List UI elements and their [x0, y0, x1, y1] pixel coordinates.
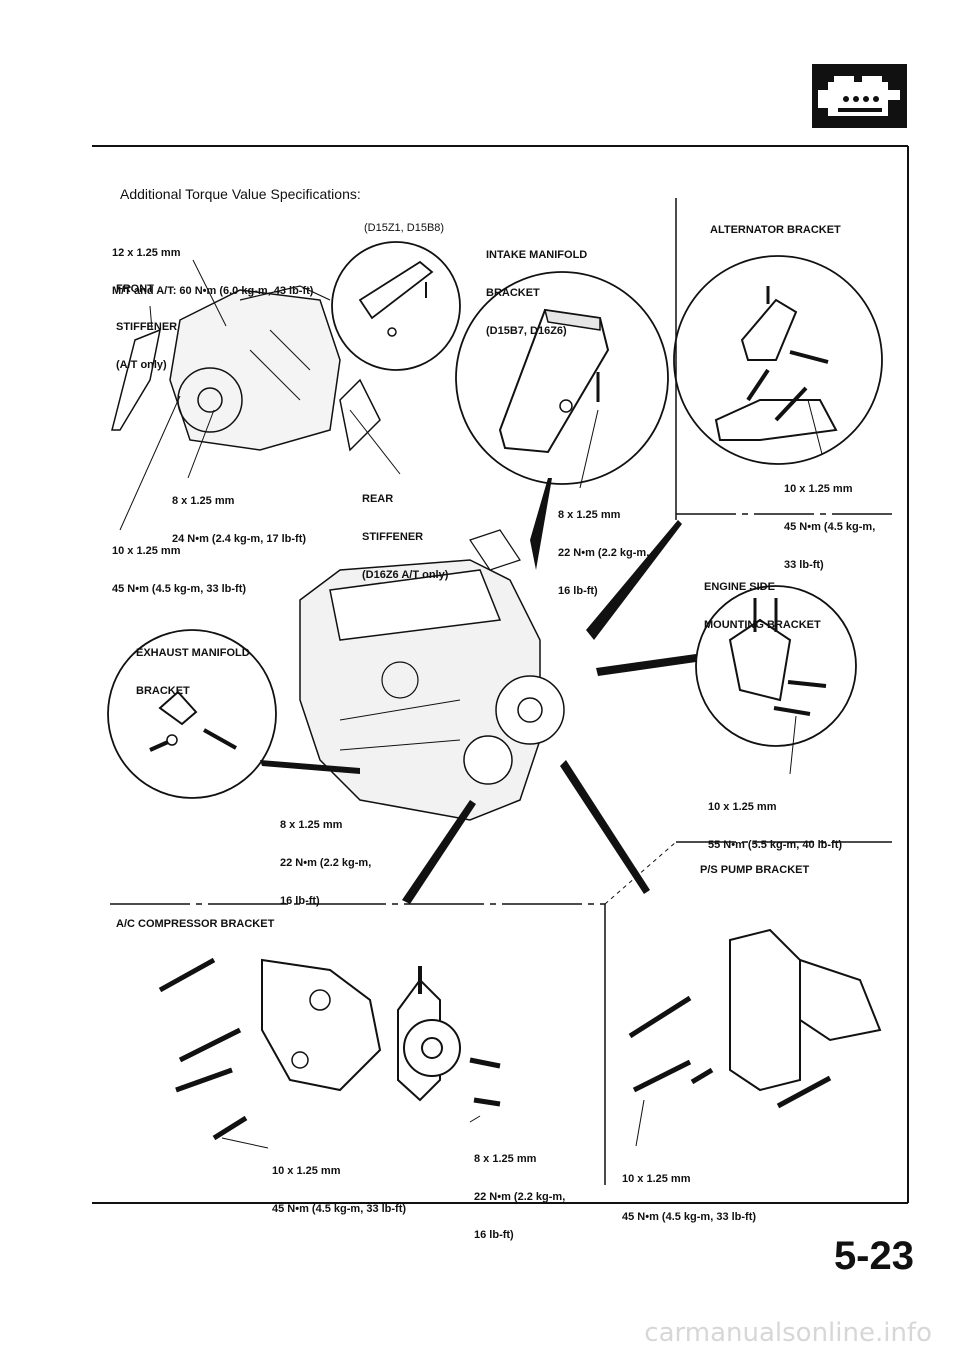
exhaust-manifold-bracket-label: EXHAUST MANIFOLD BRACKET	[136, 647, 250, 698]
engine-illustration	[299, 529, 565, 821]
transaxle-illustration	[111, 285, 381, 452]
section-tab-engine-icon	[812, 64, 907, 128]
torque-spec-10mm-ac: 10 x 1.25 mm 45 N•m (4.5 kg-m, 33 lb-ft)	[272, 1165, 407, 1216]
intake-manifold-bracket-label: INTAKE MANIFOLD BRACKET (D15B7, D16Z6)	[486, 249, 588, 338]
page-heading: Additional Torque Value Specifications:	[120, 186, 361, 202]
ac-compressor-bracket-illustration	[158, 957, 501, 1141]
ac-compressor-bracket-label: A/C COMPRESSOR BRACKET	[116, 918, 275, 930]
torque-spec-10mm-ps: 10 x 1.25 mm 45 N•m (4.5 kg-m, 33 lb-ft)	[622, 1173, 757, 1224]
page-number: 5-23	[833, 1234, 914, 1278]
torque-spec-10mm-alternator: 10 x 1.25 mm 45 N•m (4.5 kg-m, 33 lb-ft)	[784, 483, 876, 572]
torque-spec-8mm-ac: 8 x 1.25 mm 22 N•m (2.2 kg-m, 16 lb-ft)	[474, 1153, 566, 1242]
rear-stiffener-label: REAR STIFFENER (D16Z6 A/T only)	[362, 493, 449, 582]
alternator-bracket-label: ALTERNATOR BRACKET	[710, 224, 841, 236]
detail-circle-engine-mount	[695, 585, 857, 747]
detail-circle-exhaust	[107, 629, 277, 799]
torque-spec-8mm-exhaust: 8 x 1.25 mm 22 N•m (2.2 kg-m, 16 lb-ft)	[280, 819, 372, 908]
torque-spec-10mm-left: 10 x 1.25 mm 45 N•m (4.5 kg-m, 33 lb-ft)	[112, 545, 247, 596]
front-stiffener-label: FRONT STIFFENER (A/T only)	[116, 283, 178, 372]
torque-spec-12mm: 12 x 1.25 mm M/T and A/T: 60 N•m (6.0 kg…	[112, 247, 314, 298]
torque-spec-8mm-intake: 8 x 1.25 mm 22 N•m (2.2 kg-m, 16 lb-ft)	[558, 509, 650, 598]
watermark: carmanualsonline.info	[644, 1318, 932, 1348]
engine-variant-label: (D15Z1, D15B8)	[364, 222, 445, 234]
torque-spec-10mm-mount: 10 x 1.25 mm 55 N•m (5.5 kg-m, 40 lb-ft)	[708, 801, 843, 852]
ps-pump-bracket-illustration	[628, 928, 882, 1109]
detail-circle-d15	[331, 241, 461, 371]
ps-pump-bracket-label: P/S PUMP BRACKET	[700, 864, 810, 876]
detail-circle-intake	[455, 271, 669, 485]
detail-circle-alternator	[673, 255, 883, 465]
torque-spec-8mm-24: 8 x 1.25 mm 24 N•m (2.4 kg-m, 17 lb-ft)	[172, 495, 307, 546]
engine-side-mounting-bracket-label: ENGINE SIDE MOUNTING BRACKET	[704, 581, 821, 632]
